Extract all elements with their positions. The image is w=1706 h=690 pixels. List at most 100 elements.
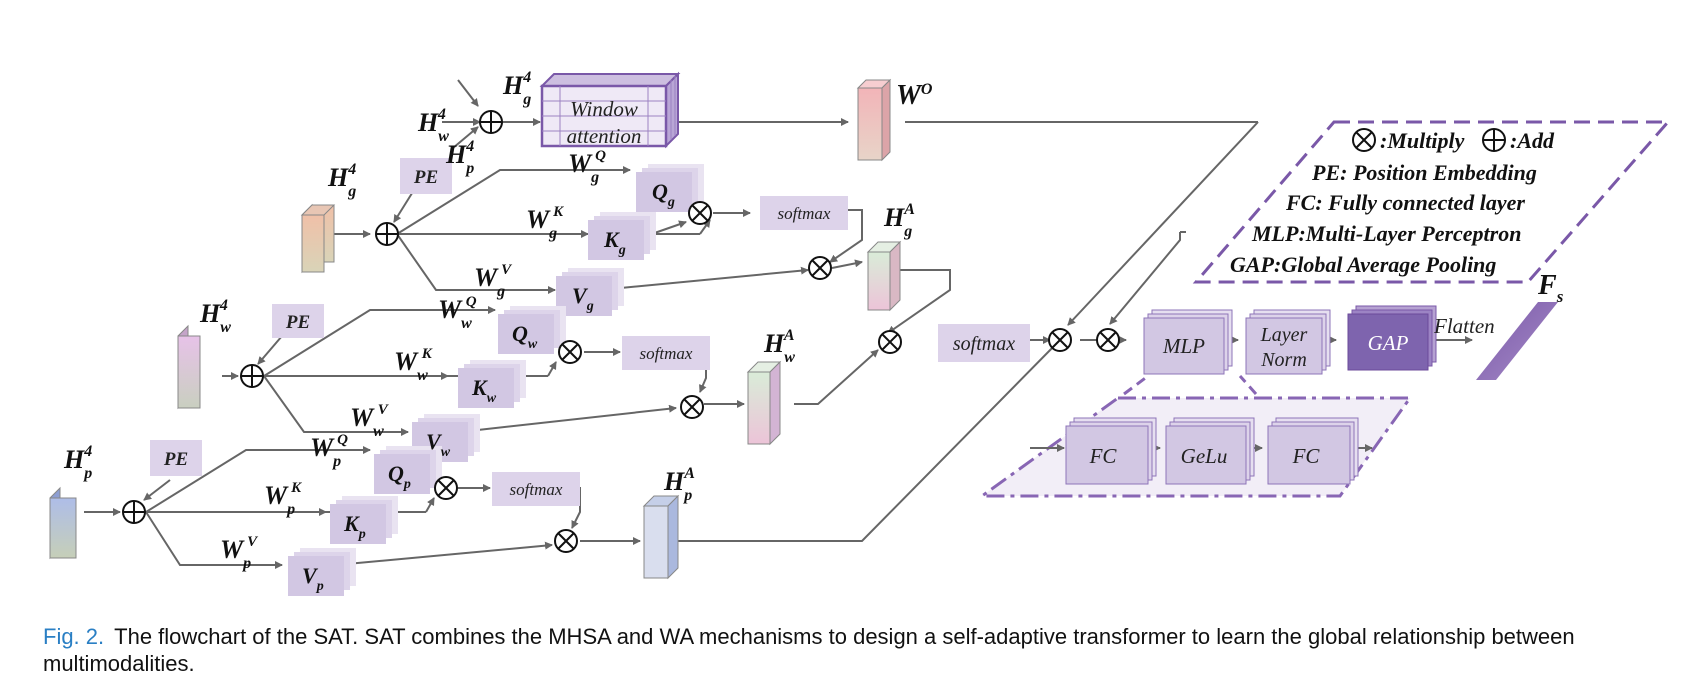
fc-block-1: FC <box>1065 417 1157 485</box>
pe-box-p <box>150 440 202 476</box>
svg-text:Qw: Qw <box>512 321 538 352</box>
softmax-label-w: softmax <box>640 344 693 363</box>
add-icon <box>375 222 399 246</box>
legend-pe: PE: Position Embedding <box>1311 160 1537 185</box>
label-wgk: WgK <box>526 204 564 242</box>
qw-box <box>498 306 566 354</box>
svg-text:Vg: Vg <box>572 283 594 314</box>
label-hp4-window: Hp4 <box>445 138 474 177</box>
math-labels: Hg4 Hw4 Hp4 WO Hg4 Hw4 Hp4 WgQ WgK WgV W… <box>63 69 1564 594</box>
label-kg: Kg <box>603 227 626 258</box>
qp-box <box>374 446 442 494</box>
pe-label-p: PE <box>163 449 188 470</box>
legend-multiply: :Multiply <box>1380 128 1465 153</box>
label-qp: Qp <box>388 461 411 492</box>
svg-text:WpK: WpK <box>264 480 302 518</box>
pe-boxes: PE PE PE <box>150 158 452 476</box>
feature-map-hw-attn <box>746 360 782 446</box>
softmax-label-fuse: softmax <box>953 333 1015 355</box>
head-blocks: MLP Layer Norm GAP Flatten <box>1143 305 1495 375</box>
label-qw: Qw <box>512 321 538 352</box>
mlp-detail-panel: FC GeLu FC <box>977 374 1413 498</box>
label-vg: Vg <box>572 283 594 314</box>
add-icon <box>122 500 146 524</box>
svg-text:WwV: WwV <box>350 402 390 440</box>
fc-block-2: FC <box>1267 417 1359 485</box>
multiply-icon <box>1096 328 1120 352</box>
gelu-label: GeLu <box>1181 444 1228 468</box>
feature-map-hp-input <box>49 486 77 560</box>
label-wpq: WpQ <box>310 432 348 470</box>
svg-text:Vw: Vw <box>426 429 451 460</box>
window-attention-line2: attention <box>567 124 642 148</box>
label-vw: Vw <box>426 429 451 460</box>
kp-box <box>330 496 398 544</box>
svg-text:WwK: WwK <box>394 346 433 384</box>
layernorm-line1: Layer <box>1260 324 1308 346</box>
svg-text:Hg4: Hg4 <box>327 161 356 200</box>
svg-text:Kp: Kp <box>343 511 366 542</box>
svg-text:WgK: WgK <box>526 204 564 242</box>
label-qg: Qg <box>652 179 675 210</box>
svg-text:Kw: Kw <box>471 375 497 406</box>
mlp-label: MLP <box>1162 334 1205 358</box>
svg-text:HgA: HgA <box>883 201 915 240</box>
multiply-icon <box>554 529 578 553</box>
add-icon <box>240 364 264 388</box>
legend-gap: GAP:Global Average Pooling <box>1230 252 1496 277</box>
layernorm-block: Layer Norm <box>1245 309 1331 375</box>
label-hw4: Hw4 <box>199 297 231 336</box>
svg-text:HpA: HpA <box>663 465 695 504</box>
label-wwv: WwV <box>350 402 390 440</box>
svg-text:WgV: WgV <box>474 262 513 300</box>
figure-caption: Fig. 2.The flowchart of the SAT. SAT com… <box>43 623 1683 677</box>
svg-text:Fs: Fs <box>1537 270 1564 306</box>
svg-text:WpV: WpV <box>220 534 259 572</box>
legend-fc: FC: Fully connected layer <box>1285 190 1525 215</box>
label-wwk: WwK <box>394 346 433 384</box>
pe-box-g <box>400 158 452 194</box>
legend-add: :Add <box>1510 128 1555 153</box>
label-wpv: WpV <box>220 534 259 572</box>
svg-text:Kg: Kg <box>603 227 626 258</box>
svg-text:Hw4: Hw4 <box>417 106 449 145</box>
legend: :Multiply :Add PE: Position Embedding FC… <box>1192 120 1672 284</box>
gap-block: GAP <box>1347 305 1437 371</box>
feature-map-hw-input <box>177 324 201 410</box>
feature-map-hp-attn <box>642 494 680 580</box>
multiply-icon <box>688 201 712 225</box>
label-hp4: Hp4 <box>63 443 92 482</box>
multiply-icon <box>878 330 902 354</box>
layernorm-line2: Norm <box>1260 349 1307 371</box>
label-hg4-window: Hg4 <box>502 69 531 108</box>
multiply-icon <box>1048 328 1072 352</box>
add-icon <box>1482 128 1506 152</box>
feature-map-wo <box>856 78 892 162</box>
flatten-label: Flatten <box>1433 314 1495 338</box>
window-attention-block: Window attention <box>539 71 681 149</box>
multiply-icon <box>680 395 704 419</box>
svg-text:Hw4: Hw4 <box>199 297 231 336</box>
label-wgq: WgQ <box>568 148 606 186</box>
svg-text:Vp: Vp <box>302 563 324 594</box>
fc-label-1: FC <box>1089 444 1118 468</box>
kg-box <box>588 212 656 260</box>
multiply-icon <box>434 476 458 500</box>
multiply-icon <box>808 256 832 280</box>
feature-map-hg-input <box>300 203 336 274</box>
vg-box <box>556 268 624 316</box>
label-wgv: WgV <box>474 262 513 300</box>
kw-box <box>458 360 526 408</box>
label-hw4-window: Hw4 <box>417 106 449 145</box>
label-hpa: HpA <box>663 465 695 504</box>
qg-box <box>636 164 704 212</box>
label-kp: Kp <box>343 511 366 542</box>
svg-text:HwA: HwA <box>763 327 795 366</box>
multiply-icon <box>558 340 582 364</box>
feature-maps <box>49 78 1558 580</box>
label-vp: Vp <box>302 563 324 594</box>
svg-text:WwQ: WwQ <box>438 294 477 332</box>
qkv-boxes <box>288 164 704 596</box>
softmax-label-p: softmax <box>510 480 563 499</box>
sat-flowchart: Window attention PE PE PE softmax softma… <box>49 69 1672 596</box>
